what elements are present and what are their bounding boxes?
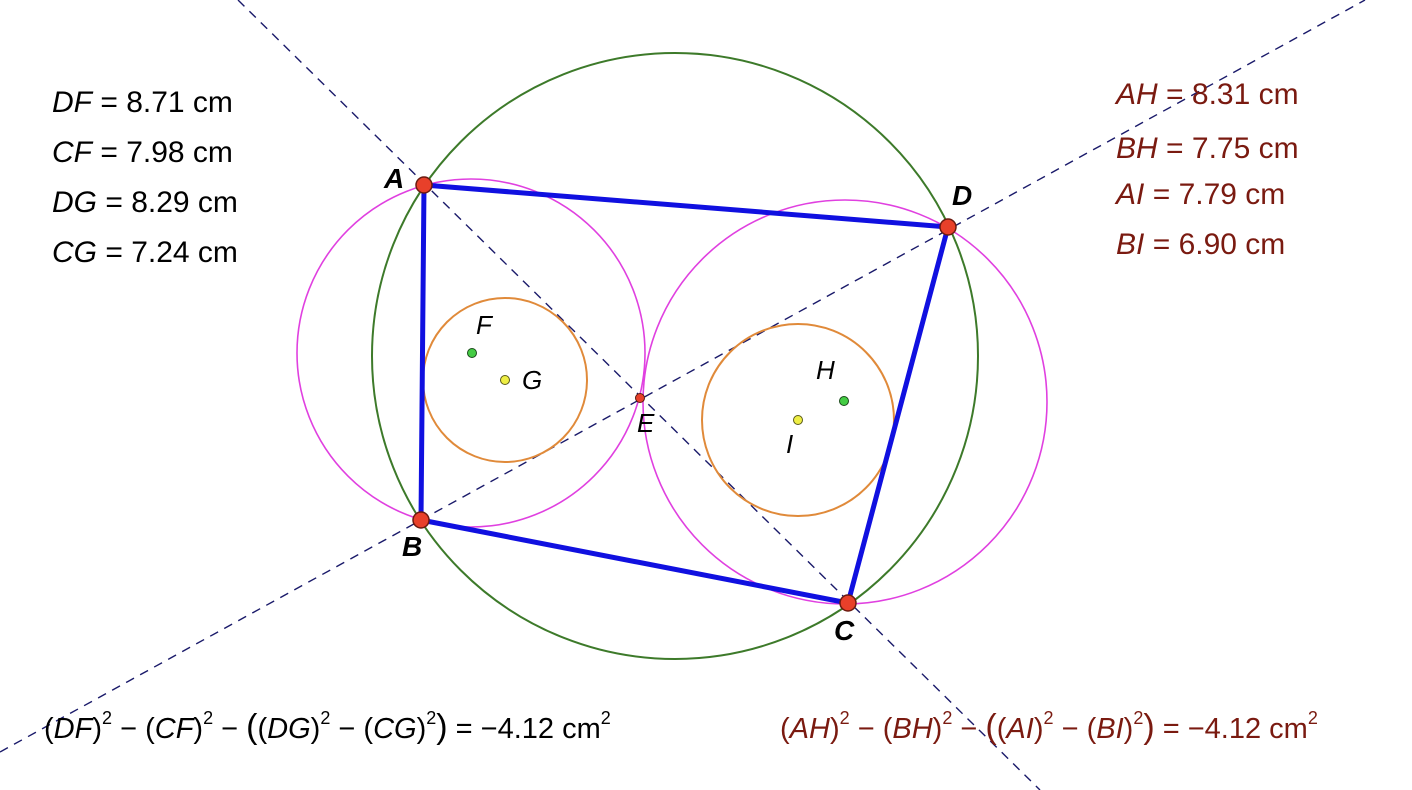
vertex-a[interactable] [415,176,433,194]
point-f[interactable] [467,348,477,358]
label-a: A [383,163,404,194]
label-f: F [476,310,494,340]
measure-df[interactable]: DF = 8.71 cm [52,86,233,119]
measure-ah[interactable]: AH = 8.31 cm [1116,78,1299,111]
label-e: E [637,408,655,438]
measure-bh[interactable]: BH = 7.75 cm [1116,132,1299,165]
circle-abe [296,178,646,528]
measure-dg[interactable]: DG = 8.29 cm [52,186,238,219]
circumcircle [371,52,979,660]
line-bd-dashed [0,0,1366,753]
point-e[interactable] [635,393,645,403]
point-g[interactable] [500,375,510,385]
point-i[interactable] [793,415,803,425]
formula-right[interactable]: (AH)2 − (BH)2 − ((AI)2 − (BI)2) = −4.12 … [780,708,1318,746]
label-h: H [816,355,835,385]
measure-cf[interactable]: CF = 7.98 cm [52,136,233,169]
right-measurements: AH = 8.31 cm BH = 7.75 cm AI = 7.79 cm B… [1116,70,1299,270]
formula-left[interactable]: (DF)2 − (CF)2 − ((DG)2 − (CG)2) = −4.12 … [44,708,611,746]
circle-i [701,323,895,517]
label-b: B [402,531,422,562]
measure-ai[interactable]: AI = 7.79 cm [1116,178,1286,211]
point-h[interactable] [839,396,849,406]
label-d: D [952,180,972,211]
vertex-b[interactable] [412,511,430,529]
label-g: G [522,365,542,395]
measure-bi[interactable]: BI = 6.90 cm [1116,228,1286,261]
vertex-c[interactable] [839,594,857,612]
left-measurements: DF = 8.71 cm CF = 7.98 cm DG = 8.29 cm C… [52,78,238,278]
label-i: I [786,429,793,459]
quadrilateral-abcd [418,182,951,606]
vertex-d[interactable] [939,218,957,236]
label-c: C [834,615,855,646]
measure-cg[interactable]: CG = 7.24 cm [52,236,238,269]
